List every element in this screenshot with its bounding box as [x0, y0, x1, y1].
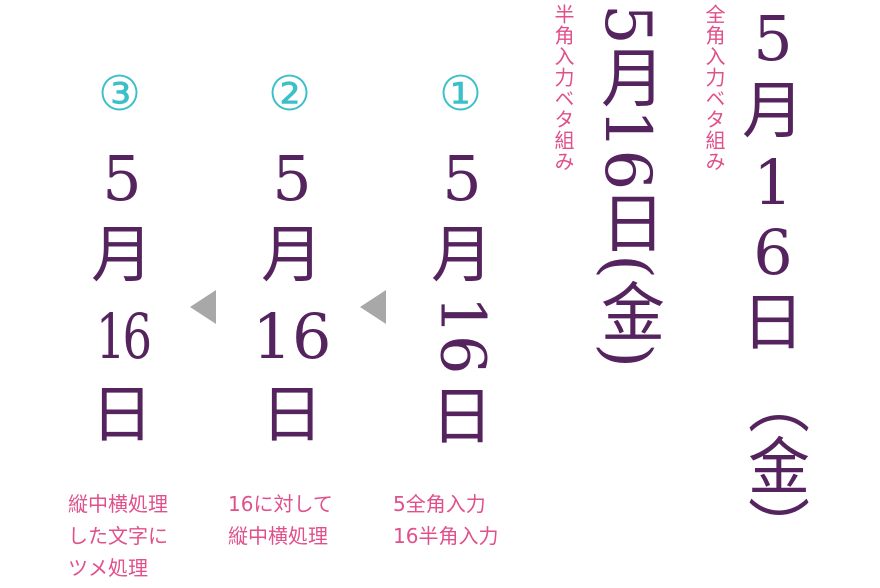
char: 5 — [102, 142, 142, 215]
char: 5 — [753, 2, 793, 75]
char: 月 — [742, 74, 805, 147]
number-badge-2: ② — [268, 66, 312, 122]
caption-line: 縦中横処理 — [68, 492, 168, 516]
number-badge-1: ① — [439, 66, 483, 122]
char: 5 — [442, 142, 482, 215]
number-badge-3: ③ — [98, 66, 142, 122]
char: 6 — [753, 216, 793, 289]
example-3-column: 5 月 16 日 — [90, 148, 154, 446]
caption-line: 16に対して — [228, 492, 333, 516]
arrow-left-icon — [190, 290, 216, 324]
char: 月 — [430, 218, 493, 291]
caption-1: 5全角入力 16半角入力 — [393, 488, 498, 552]
char: 日 — [260, 378, 323, 451]
halfwidth-column: 5月16日(金) — [590, 4, 664, 369]
char: （金） — [737, 372, 810, 558]
fullwidth-label: 全角入力ベタ組み — [702, 4, 726, 172]
char: 月 — [260, 218, 323, 291]
caption-2: 16に対して縦中横処理 — [228, 488, 333, 552]
char: 日 — [742, 286, 805, 359]
caption-3: 縦中横処理した文字にツメ処理 — [68, 488, 168, 584]
char: 16 — [426, 295, 499, 375]
halfwidth-label: 半角入力ベタ組み — [551, 4, 575, 172]
caption-line: 縦中横処理 — [228, 524, 328, 548]
char: 16 — [95, 300, 151, 373]
char: 5 — [272, 142, 312, 215]
example-2-column: 5 月 16 日 — [253, 142, 332, 451]
caption-line: 5全角入力 — [393, 492, 486, 516]
example-1-column: 5 月 16 日 — [426, 142, 499, 453]
caption-line: ツメ処理 — [68, 556, 148, 580]
char: 1 — [753, 146, 793, 219]
caption-line: 16半角入力 — [393, 524, 499, 548]
fullwidth-column: 5 月 1 6 日 （金） — [737, 2, 810, 559]
char: 16 — [252, 300, 332, 373]
char: 月 — [90, 218, 153, 291]
char: 日 — [90, 378, 153, 451]
caption-line: した文字に — [68, 524, 168, 548]
arrow-left-icon — [360, 290, 386, 324]
char: 日 — [430, 380, 493, 453]
